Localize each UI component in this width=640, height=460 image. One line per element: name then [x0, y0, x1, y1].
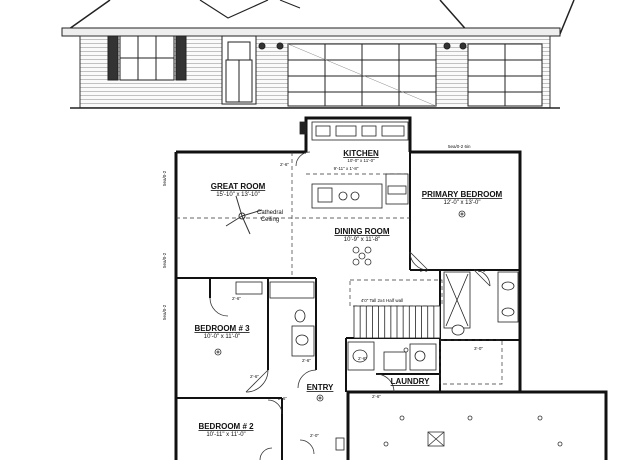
hall-bath-fixtures [235, 281, 437, 371]
door-label: 2'-6" [280, 162, 289, 167]
left-dim-3: 5ea/0-2 [162, 304, 167, 320]
light-fixtures [214, 210, 563, 447]
door-label: 2'-6" [278, 396, 287, 401]
side-dimensions: 5ea/0-2 5ea/0-2 5ea/0-2 [162, 170, 167, 320]
primary-bath-fixtures [443, 271, 519, 336]
room-labels: KITCHEN 10'-0" x 11'-0" 9'-11" x 1'-8" G… [194, 144, 502, 438]
door-label: 2'-6" [302, 358, 311, 363]
cathedral-label-2: Ceiling [261, 217, 279, 223]
elevation-window [107, 35, 187, 81]
room-dim-kitchen-2: 9'-11" x 1'-8" [334, 166, 359, 171]
room-dim-kitchen: 10'-0" x 11'-0" [347, 158, 375, 163]
light-fixture-dining [352, 246, 372, 266]
front-elevation [61, 0, 575, 109]
room-name-bedroom-2: BEDROOM # 2 [198, 422, 254, 431]
top-right-dim: 5ea/0-2 6in [448, 144, 471, 149]
room-dim-primary: 12'-0" x 13'-0" [444, 200, 481, 206]
room-dim-bedroom-2: 10'-11" x 11'-0" [206, 432, 245, 438]
elevation-garage-door-small [467, 43, 543, 107]
ceiling-fan-great-room [225, 195, 263, 235]
door-label: 2'-6" [358, 356, 367, 361]
stairs [353, 305, 441, 339]
door-label: 2'-6" [478, 268, 487, 273]
door-label: 2'-6" [250, 374, 259, 379]
room-name-laundry: LAUNDRY [391, 377, 430, 386]
door-label: 2'-6" [372, 394, 381, 399]
floor-plan-walls [174, 116, 608, 460]
room-name-kitchen: KITCHEN [343, 149, 379, 158]
left-dim-2: 5ea/0-2 [162, 252, 167, 268]
door-label: 2'-6" [232, 296, 241, 301]
door-label: 2'-6" [420, 268, 429, 273]
room-dim-dining: 10'-9" x 11'-8" [344, 237, 380, 243]
stair-note: 4'0" Tall 2x4 Half wall [361, 298, 403, 303]
door-label: 3'-0" [474, 346, 483, 351]
door-size-labels: 2'-6" 2'-6" 2'-6" 2'-6" 2'-6" 2'-6" 2'-6… [232, 162, 487, 438]
room-name-entry: ENTRY [307, 383, 334, 392]
room-name-dining: DINING ROOM [334, 227, 389, 236]
left-dim-1: 5ea/0-2 [162, 170, 167, 186]
door-label: 2'-0" [310, 433, 319, 438]
elevation-front-door [221, 35, 257, 105]
room-name-primary: PRIMARY BEDROOM [422, 190, 503, 199]
elevation-garage-door-large [287, 43, 437, 107]
room-dim-bedroom-3: 10'-0" x 11'-0" [204, 334, 240, 340]
kitchen-cabinets [299, 121, 409, 209]
room-name-bedroom-3: BEDROOM # 3 [194, 324, 250, 333]
cathedral-label-1: Cathedral [257, 210, 283, 216]
room-name-great-room: GREAT ROOM [211, 182, 266, 191]
room-dim-great-room: 15'-10" x 13'-10" [216, 192, 260, 198]
door-swings [209, 151, 491, 460]
